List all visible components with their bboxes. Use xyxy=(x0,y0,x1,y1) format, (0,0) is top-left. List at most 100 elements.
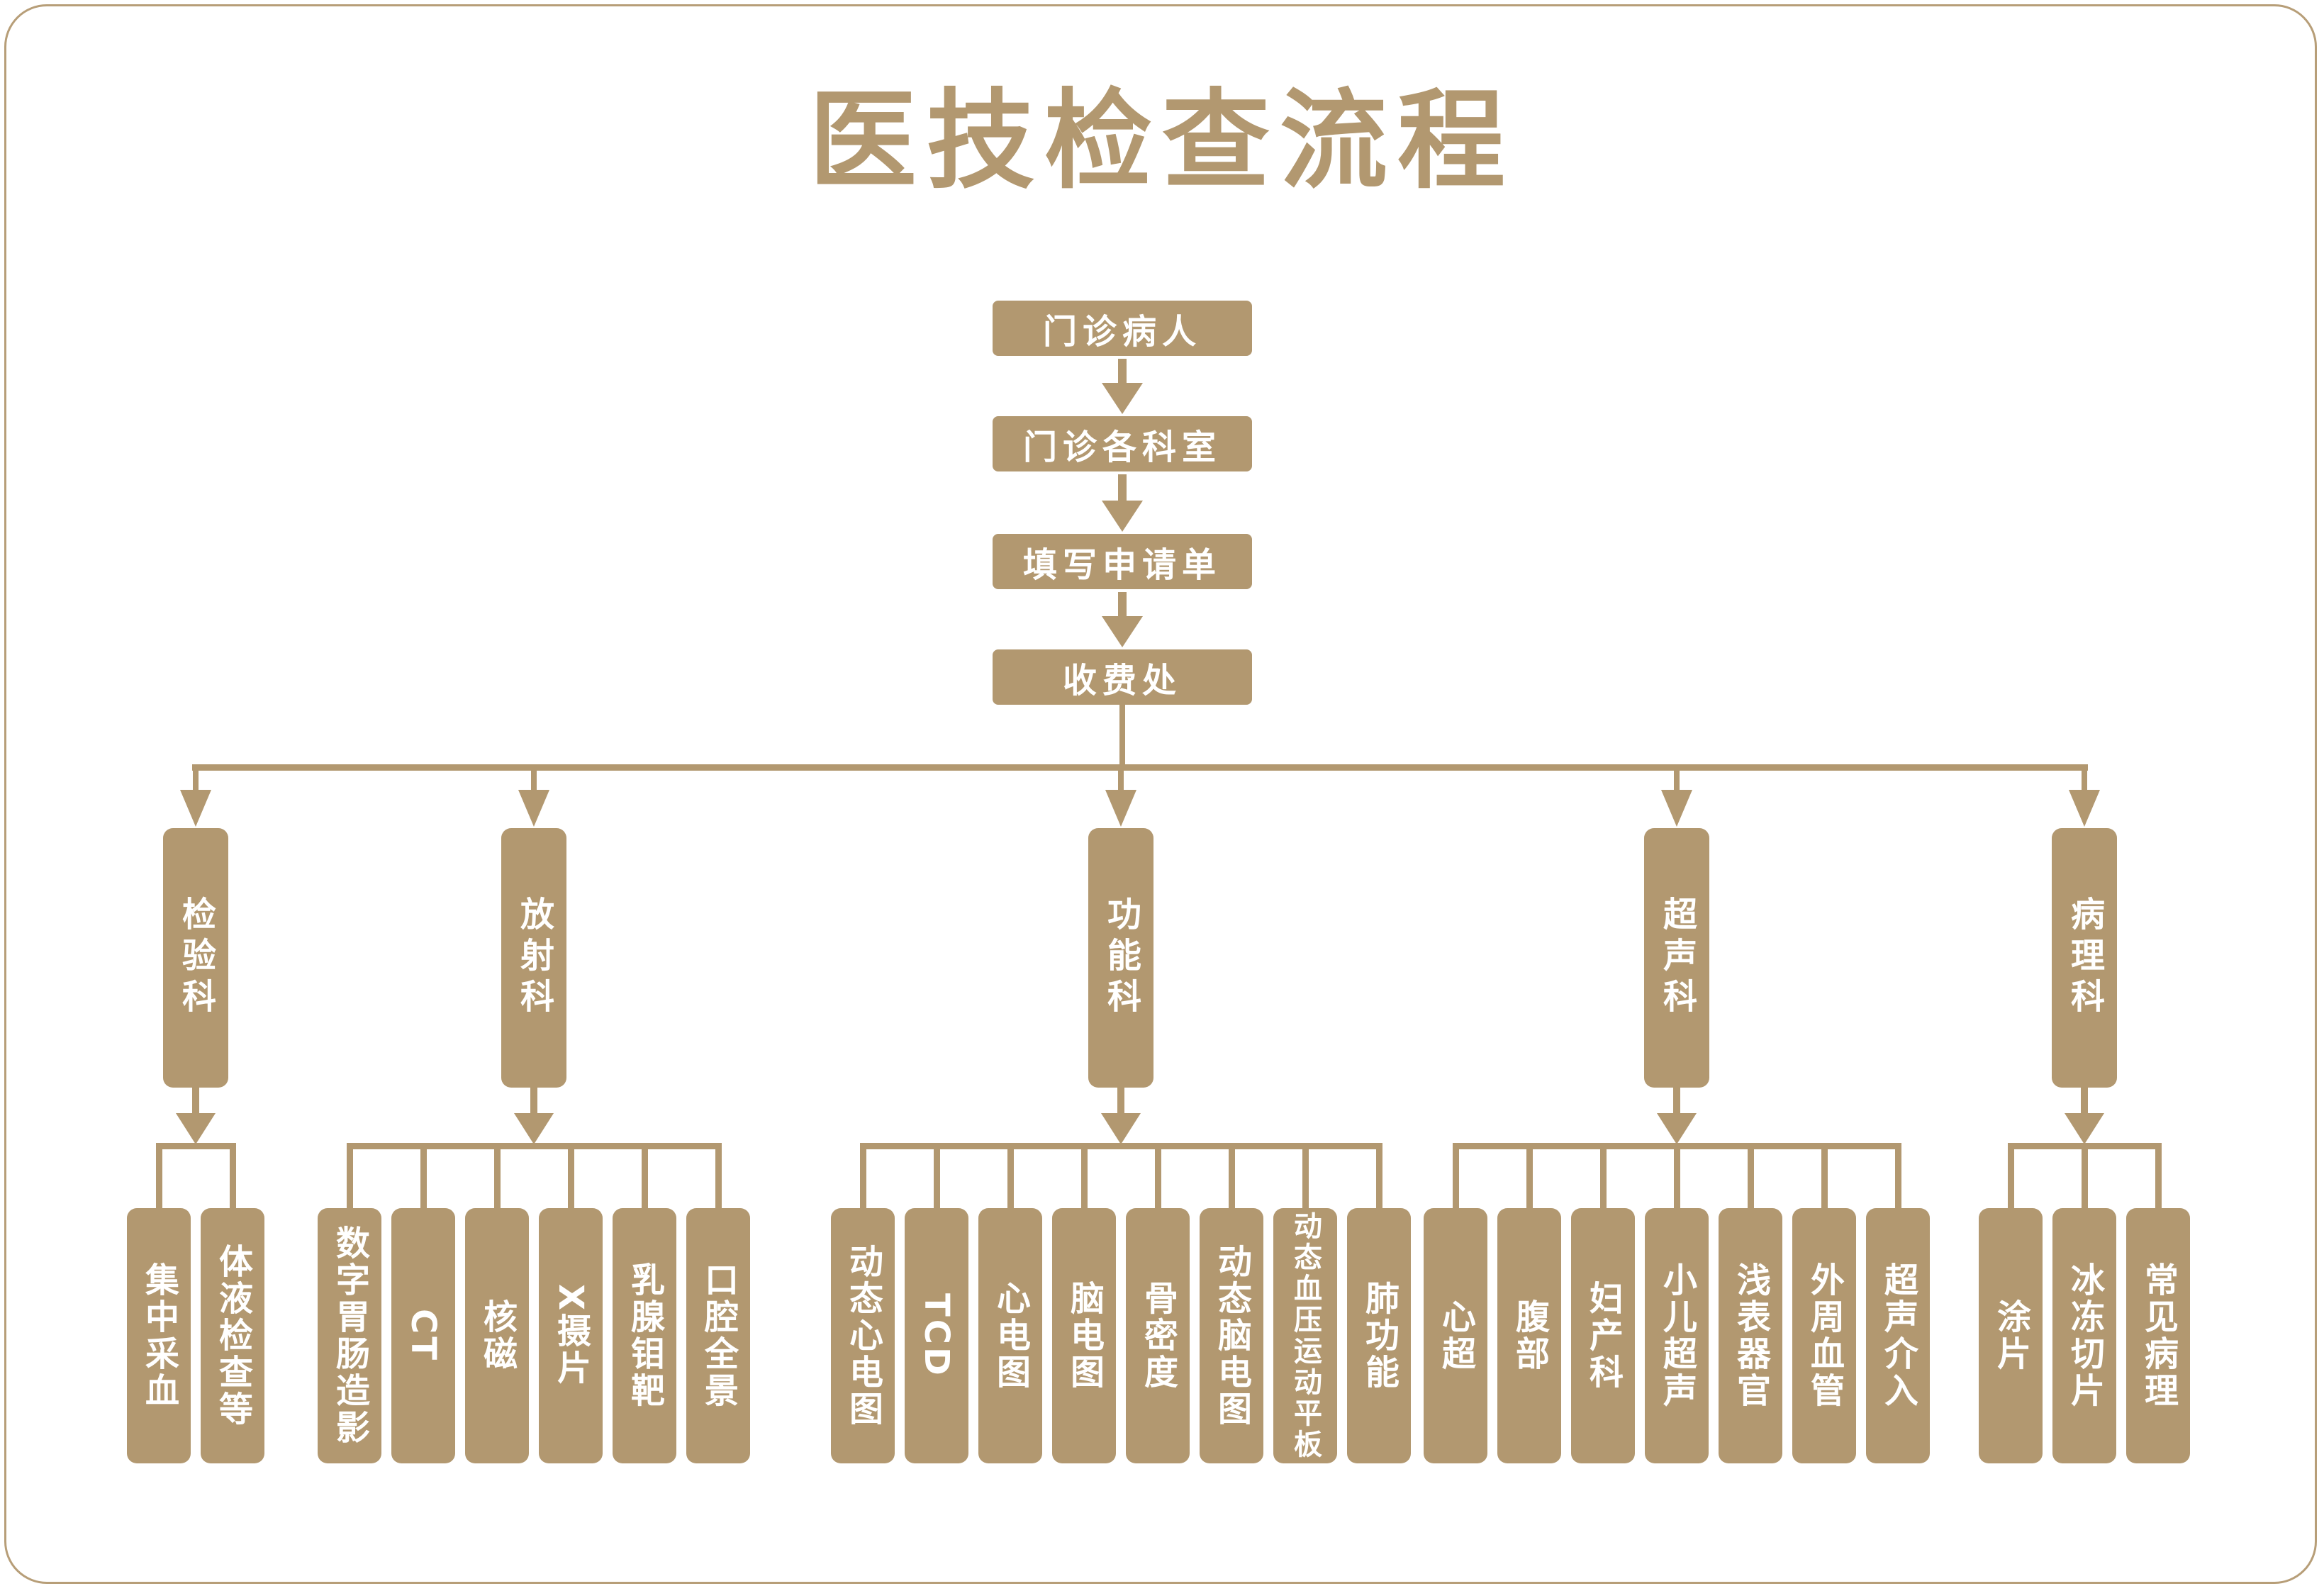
department-box-label: 放射科 xyxy=(514,896,554,1020)
connector-stub xyxy=(229,1149,236,1208)
leaf-box: X摄片 xyxy=(539,1208,603,1463)
leaf-box-label: 动态血压运动平板 xyxy=(1289,1211,1322,1461)
connector-stub xyxy=(420,1149,427,1208)
leaf-box: TCD xyxy=(905,1208,968,1463)
department-box-label: 检验科 xyxy=(176,896,216,1020)
leaf-box: 动态心电图 xyxy=(831,1208,895,1463)
arrow-down-icon-stem xyxy=(193,771,199,791)
flow-step-box-label: 填写申请单 xyxy=(1022,545,1222,585)
leaf-box-label: 肺功能 xyxy=(1359,1280,1399,1391)
arrow-down-icon-stem xyxy=(1674,771,1680,791)
leaf-box: 心超 xyxy=(1424,1208,1487,1463)
leaf-box: 小儿超声 xyxy=(1645,1208,1709,1463)
arrow-down-icon xyxy=(514,1113,554,1144)
leaf-box-label: 妇产科 xyxy=(1583,1280,1623,1391)
arrow-down-icon xyxy=(1105,790,1136,827)
leaf-box-label: 口腔全景 xyxy=(698,1262,738,1409)
connector-rail xyxy=(346,1143,722,1149)
flow-step-box-label: 收费处 xyxy=(1062,661,1182,700)
connector-rail xyxy=(859,1143,1382,1149)
leaf-box-label: 乳腺钼靶 xyxy=(625,1262,664,1409)
leaf-box: 口腔全景 xyxy=(686,1208,750,1463)
leaf-box: 体液检查等 xyxy=(201,1208,264,1463)
leaf-box: 动态血压运动平板 xyxy=(1273,1208,1337,1463)
leaf-box-label: 涂片 xyxy=(1991,1299,2030,1373)
arrow-down-icon xyxy=(1102,501,1143,532)
connector-stub xyxy=(2155,1149,2162,1208)
arrow-down-icon xyxy=(176,1113,216,1144)
connector-stub xyxy=(1007,1149,1014,1208)
arrow-down-icon xyxy=(1102,616,1143,647)
leaf-box: 脑电图 xyxy=(1052,1208,1116,1463)
connector-stub xyxy=(346,1149,353,1208)
connector-stub xyxy=(1302,1149,1309,1208)
leaf-box: 超声介入 xyxy=(1866,1208,1930,1463)
leaf-box-label: 腹部 xyxy=(1509,1299,1549,1373)
connector-rail xyxy=(192,764,2088,771)
leaf-box-label: CT xyxy=(403,1309,443,1363)
connector-stub xyxy=(1821,1149,1828,1208)
department-box: 检验科 xyxy=(163,828,228,1088)
flow-step-box: 收费处 xyxy=(993,649,1252,705)
leaf-box: 乳腺钼靶 xyxy=(613,1208,676,1463)
connector-rail xyxy=(1452,1143,1901,1149)
connector-stub xyxy=(715,1149,722,1208)
connector-rail xyxy=(2007,1143,2162,1149)
arrow-down-icon-stem xyxy=(192,1088,199,1115)
department-box: 病理科 xyxy=(2052,828,2117,1088)
connector-stub xyxy=(1452,1149,1459,1208)
leaf-box: 肺功能 xyxy=(1347,1208,1411,1463)
leaf-box: 数字胃肠造影 xyxy=(318,1208,381,1463)
leaf-box: 外周血管 xyxy=(1792,1208,1856,1463)
leaf-box: CT xyxy=(391,1208,455,1463)
leaf-box-label: 超声介入 xyxy=(1878,1262,1918,1409)
arrow-down-icon xyxy=(180,790,211,827)
connector-stub xyxy=(2007,1149,2014,1208)
leaf-box-label: X摄片 xyxy=(551,1284,591,1388)
flow-step-box-label: 门诊各科室 xyxy=(1022,428,1222,467)
leaf-box: 动态脑电图 xyxy=(1200,1208,1263,1463)
connector-stub xyxy=(641,1149,648,1208)
arrow-down-icon xyxy=(1102,383,1143,414)
leaf-box-label: 冰冻切片 xyxy=(2065,1262,2104,1409)
connector-stub xyxy=(859,1149,866,1208)
connector-stub xyxy=(1599,1149,1607,1208)
connector-stub xyxy=(2081,1149,2088,1208)
department-box: 超声科 xyxy=(1644,828,1709,1088)
leaf-box: 冰冻切片 xyxy=(2052,1208,2116,1463)
arrow-down-icon xyxy=(2065,1113,2104,1144)
leaf-box-label: 常见病理 xyxy=(2138,1262,2178,1409)
department-box-label: 超声科 xyxy=(1657,896,1697,1020)
connector-stub xyxy=(1375,1149,1382,1208)
connector-stub xyxy=(1228,1149,1235,1208)
connector-vline xyxy=(1119,705,1125,764)
connector-rail xyxy=(155,1143,236,1149)
arrow-down-icon-stem xyxy=(2081,1088,2088,1115)
department-box-label: 功能科 xyxy=(1101,896,1141,1020)
leaf-box: 浅表器官 xyxy=(1719,1208,1782,1463)
arrow-down-icon xyxy=(518,790,549,827)
leaf-box-label: 心电图 xyxy=(990,1280,1030,1391)
leaf-box-label: 动态心电图 xyxy=(843,1244,883,1428)
leaf-box: 集中采血 xyxy=(127,1208,191,1463)
leaf-box-label: 心超 xyxy=(1436,1299,1475,1373)
leaf-box-label: 集中采血 xyxy=(139,1262,179,1409)
leaf-box-label: 外周血管 xyxy=(1804,1262,1844,1409)
leaf-box-label: 动态脑电图 xyxy=(1212,1244,1251,1428)
arrow-down-icon-stem xyxy=(1673,1088,1680,1115)
department-box: 放射科 xyxy=(501,828,566,1088)
leaf-box-label: 体液检查等 xyxy=(213,1244,252,1428)
arrow-down-icon-stem xyxy=(2082,771,2087,791)
arrow-down-icon-stem xyxy=(1118,474,1127,502)
leaf-box-label: 骨密度 xyxy=(1138,1280,1178,1391)
arrow-down-icon-stem xyxy=(530,1088,537,1115)
connector-stub xyxy=(1673,1149,1680,1208)
connector-stub xyxy=(1526,1149,1533,1208)
connector-stub xyxy=(493,1149,501,1208)
arrow-down-icon xyxy=(1101,1113,1141,1144)
connector-stub xyxy=(1154,1149,1161,1208)
leaf-box-label: 脑电图 xyxy=(1064,1280,1104,1391)
arrow-down-icon xyxy=(1657,1113,1697,1144)
leaf-box: 常见病理 xyxy=(2126,1208,2190,1463)
